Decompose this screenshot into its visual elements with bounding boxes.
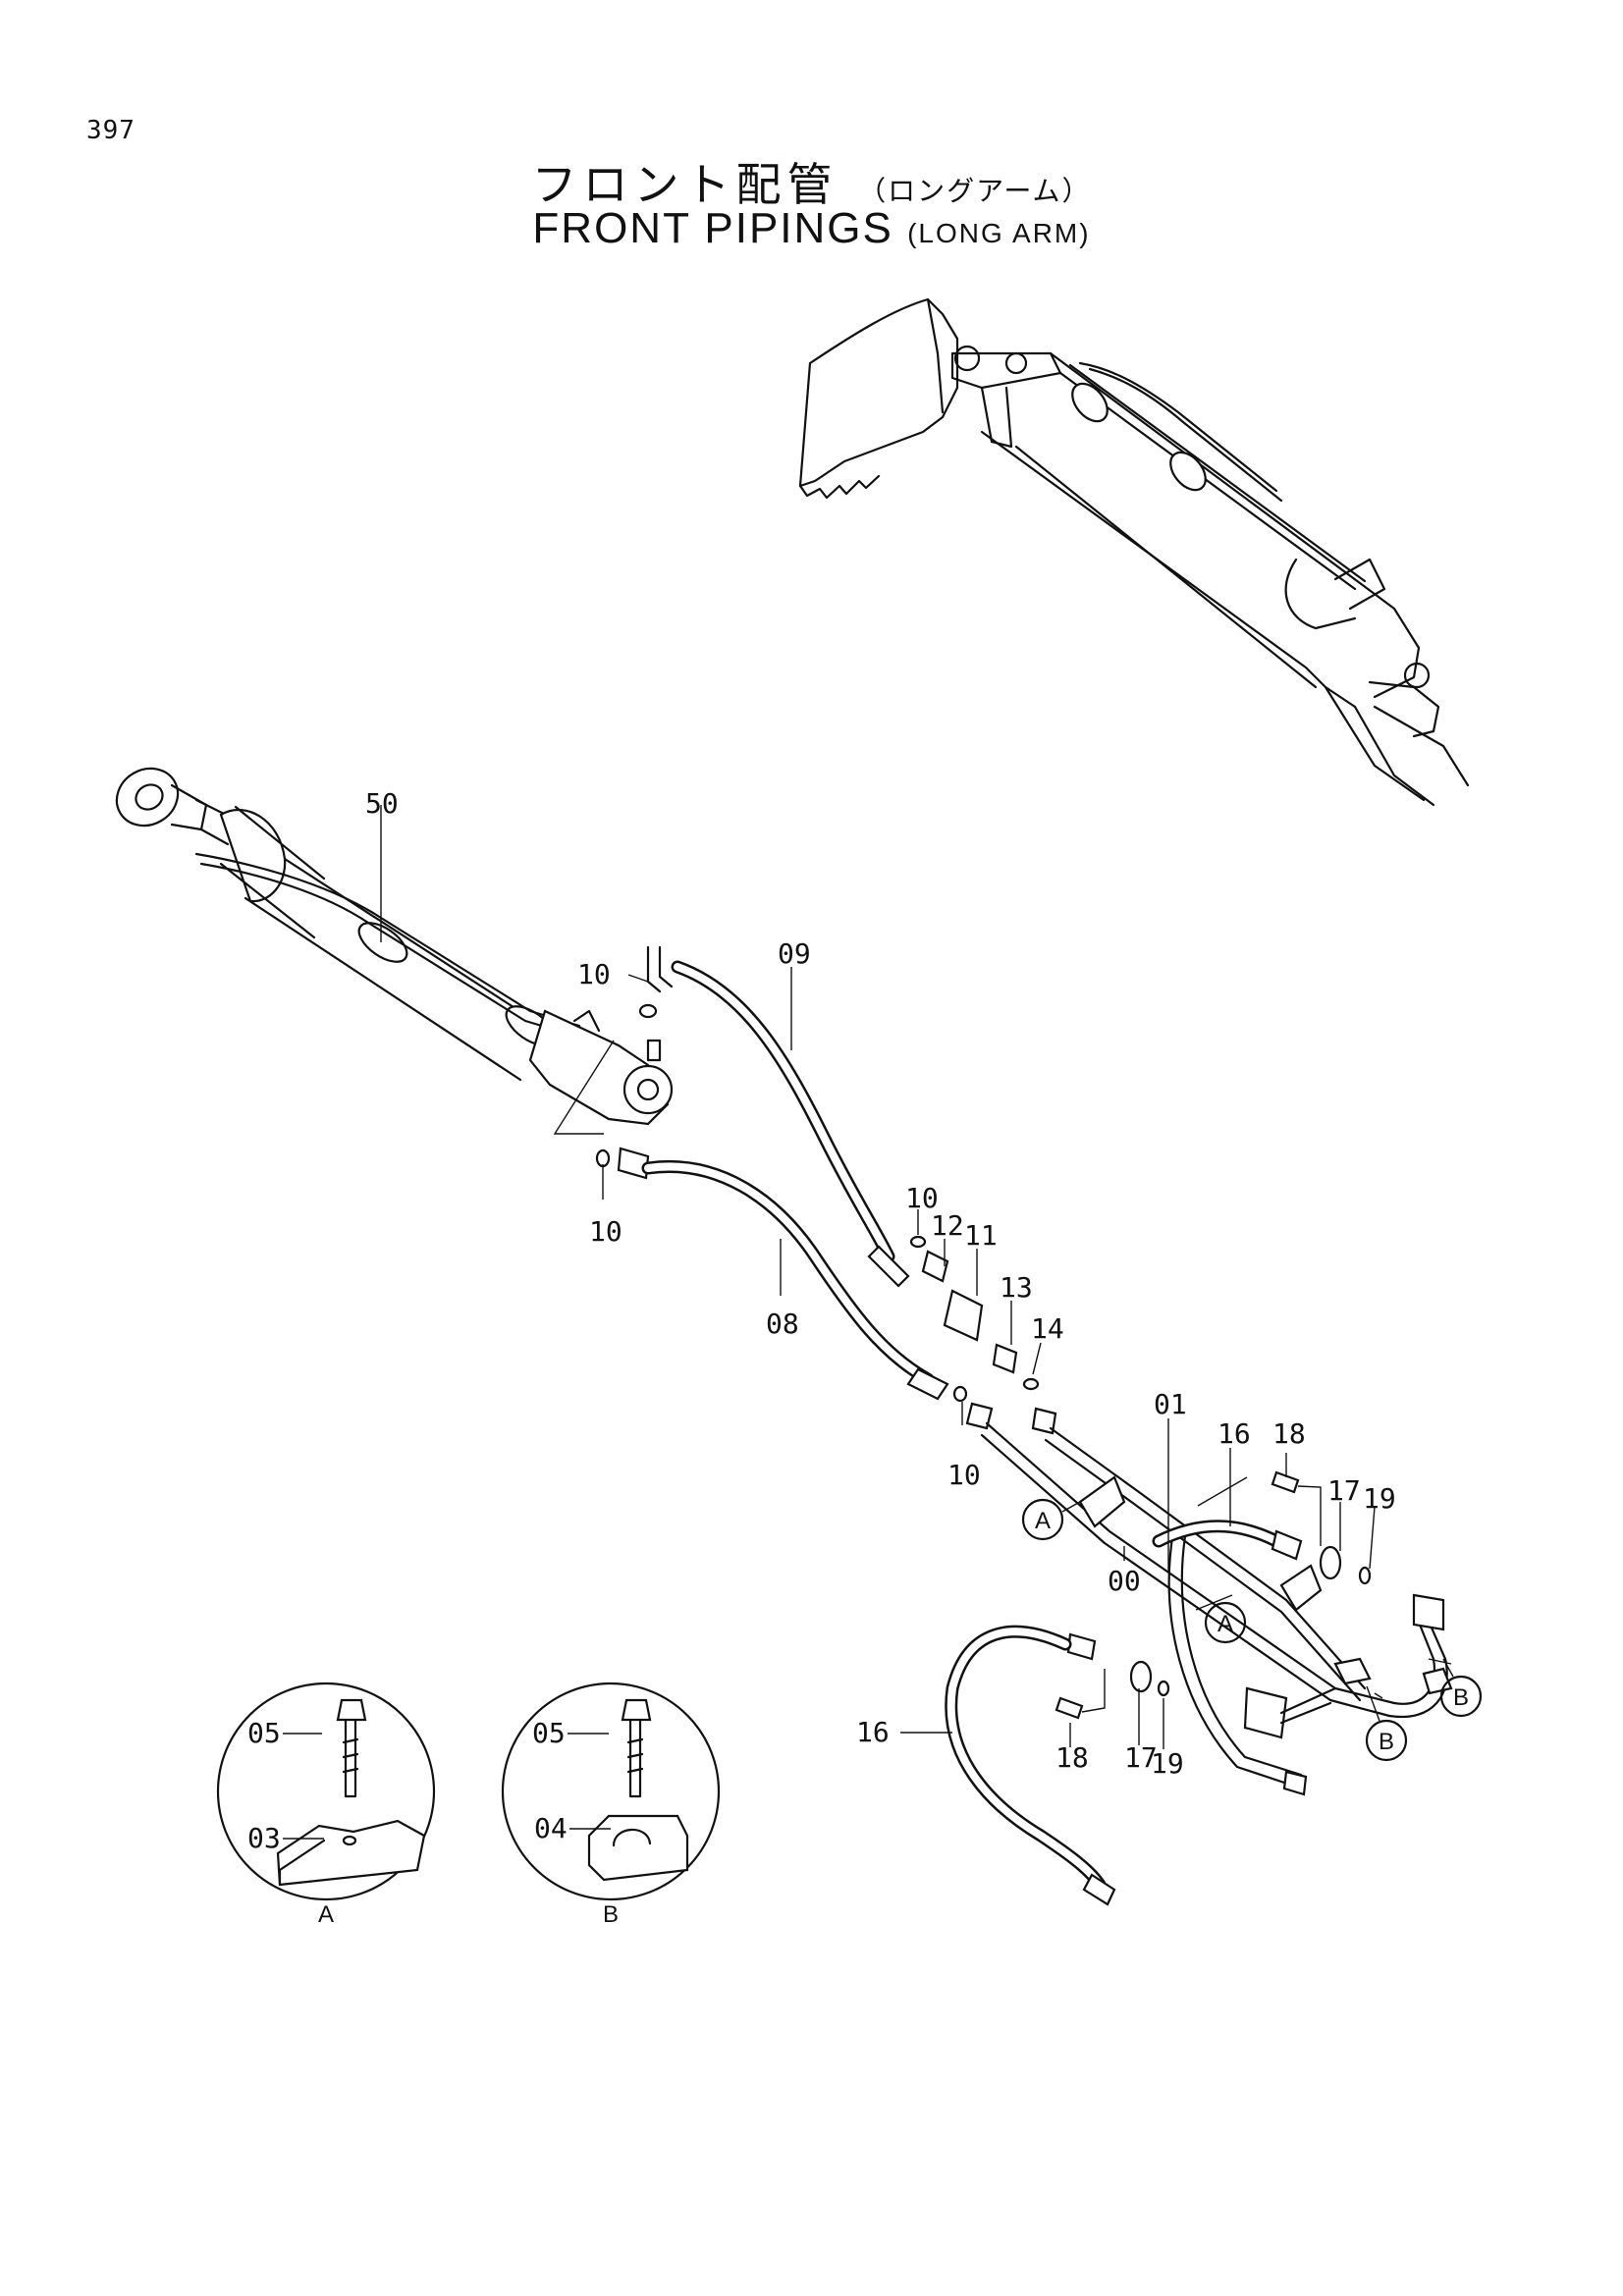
callout-00: 00 xyxy=(1108,1565,1141,1597)
marker-a-2: A xyxy=(1217,1611,1233,1637)
callout-12: 12 xyxy=(931,1209,964,1242)
hydraulic-cylinder-drawing xyxy=(115,767,674,1135)
title-en-sub: (LONG ARM) xyxy=(907,218,1091,248)
detail-a-label: A xyxy=(318,1901,334,1928)
excavator-arm-drawing xyxy=(798,297,1470,807)
callout-05-detail-a: 05 xyxy=(247,1717,281,1749)
title-ja-sub: （ロングアーム） xyxy=(858,175,1092,207)
callout-10-top: 10 xyxy=(577,958,611,990)
title-english: FRONT PIPINGS (LONG ARM) xyxy=(0,204,1623,253)
callout-labels: 50 10 09 10 10 12 11 13 14 08 10 01 16 1… xyxy=(247,787,1396,1854)
callout-16-lower: 16 xyxy=(856,1716,890,1748)
detail-a-drawing xyxy=(216,1682,436,1901)
callout-04: 04 xyxy=(534,1812,568,1844)
marker-a-1: A xyxy=(1035,1508,1051,1534)
page-number: 397 xyxy=(86,116,135,145)
marker-b-2-circle xyxy=(1439,1675,1483,1718)
callout-10-left: 10 xyxy=(589,1215,622,1248)
callout-17-upper: 17 xyxy=(1327,1474,1361,1507)
marker-b-2: B xyxy=(1453,1684,1469,1711)
section-markers: A A B B xyxy=(1021,1498,1483,1762)
hose-16-lower-drawing xyxy=(945,1625,1170,1906)
title-japanese: フロント配管 （ロングアーム） xyxy=(0,149,1623,214)
callout-19-upper: 19 xyxy=(1363,1482,1396,1515)
callout-14: 14 xyxy=(1031,1312,1064,1345)
callout-10-mid: 10 xyxy=(905,1182,939,1214)
hose-09-drawing xyxy=(638,945,910,1288)
fittings-drawing xyxy=(909,1235,1040,1403)
callout-17-lower: 17 xyxy=(1124,1741,1158,1774)
marker-b-1: B xyxy=(1379,1729,1394,1755)
callout-13: 13 xyxy=(1000,1271,1033,1304)
callout-05-detail-b: 05 xyxy=(532,1717,566,1749)
callout-18-lower: 18 xyxy=(1055,1741,1089,1774)
callout-03: 03 xyxy=(247,1822,281,1854)
callout-50: 50 xyxy=(365,787,399,820)
callout-19-lower: 19 xyxy=(1151,1747,1184,1780)
detail-b-label: B xyxy=(603,1901,619,1928)
hose-16-upper-drawing xyxy=(1152,1470,1372,1585)
title-ja-main: フロント配管 xyxy=(531,158,839,211)
title-en-main: FRONT PIPINGS xyxy=(532,204,893,252)
detail-b-drawing xyxy=(501,1682,721,1901)
callout-08: 08 xyxy=(766,1308,799,1340)
marker-a-1-circle xyxy=(1021,1498,1064,1541)
callout-16-upper: 16 xyxy=(1217,1417,1251,1450)
callout-11: 11 xyxy=(964,1219,998,1252)
callout-01: 01 xyxy=(1154,1388,1187,1420)
marker-a-2-circle xyxy=(1204,1601,1247,1644)
callout-09: 09 xyxy=(778,937,811,970)
callout-18-upper: 18 xyxy=(1272,1417,1306,1450)
callout-10-bottom: 10 xyxy=(947,1459,981,1491)
marker-b-1-circle xyxy=(1365,1719,1408,1762)
leader-lines xyxy=(283,805,1452,1840)
